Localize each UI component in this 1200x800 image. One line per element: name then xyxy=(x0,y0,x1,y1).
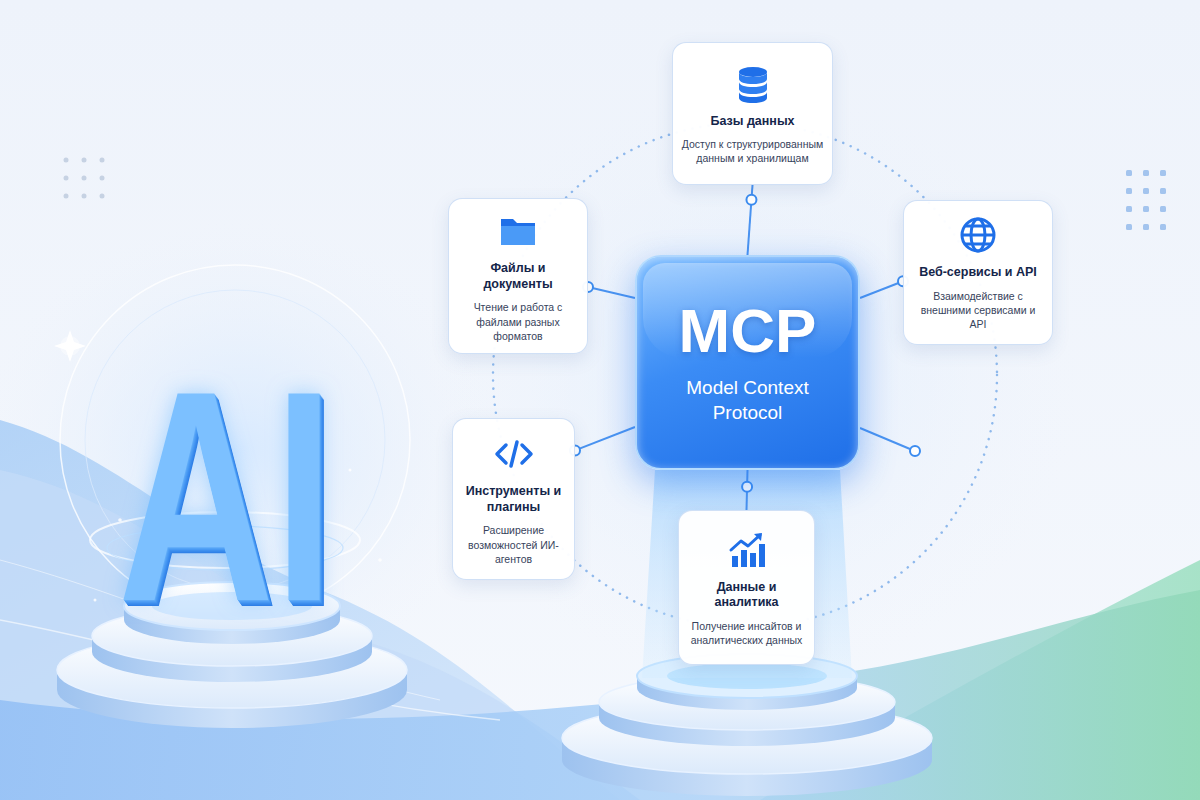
resource-card: Инструменты и плагиныРасширение возможно… xyxy=(452,418,575,580)
card-heading: Базы данных xyxy=(710,114,794,130)
connector-line xyxy=(575,427,635,450)
card-heading: Данные и аналитика xyxy=(687,580,806,611)
resource-card: Данные и аналитикаПолучение инсайтов и а… xyxy=(678,510,815,665)
resource-card: Базы данныхДоступ к структурированным да… xyxy=(672,42,833,185)
resource-card: Файлы и документыЧтение и работа с файла… xyxy=(448,198,588,354)
card-description: Расширение возможностей ИИ-агентов xyxy=(461,523,566,566)
ai-letters: AI xyxy=(118,346,334,646)
connector-line xyxy=(588,287,635,298)
card-description: Взаимодействие с внешними сервисами и AP… xyxy=(912,289,1044,332)
resource-card: Веб-сервисы и API Взаимодействие с внешни… xyxy=(903,200,1053,345)
card-icon xyxy=(498,211,538,251)
card-heading: Инструменты и плагины xyxy=(461,484,566,515)
connector-dot xyxy=(746,195,756,205)
card-heading: Веб-сервисы и API xyxy=(919,265,1037,281)
card-description: Model Context Protocol xyxy=(663,376,833,425)
card-description: Получение инсайтов и аналитических данны… xyxy=(687,619,806,647)
card-description: Чтение и работа с файлами разных формато… xyxy=(457,300,579,343)
card-description: Доступ к структурированным данным и хран… xyxy=(681,137,824,165)
card-icon xyxy=(958,215,998,255)
card-icon xyxy=(727,530,767,570)
card-heading: Файлы и документы xyxy=(457,261,579,292)
protocol-hub: MCP Model Context Protocol xyxy=(635,255,860,470)
card-icon xyxy=(733,64,773,104)
connector-line xyxy=(860,281,903,298)
connector-dot xyxy=(742,482,752,492)
card-heading: MCP xyxy=(679,300,817,362)
card-icon xyxy=(494,434,534,474)
